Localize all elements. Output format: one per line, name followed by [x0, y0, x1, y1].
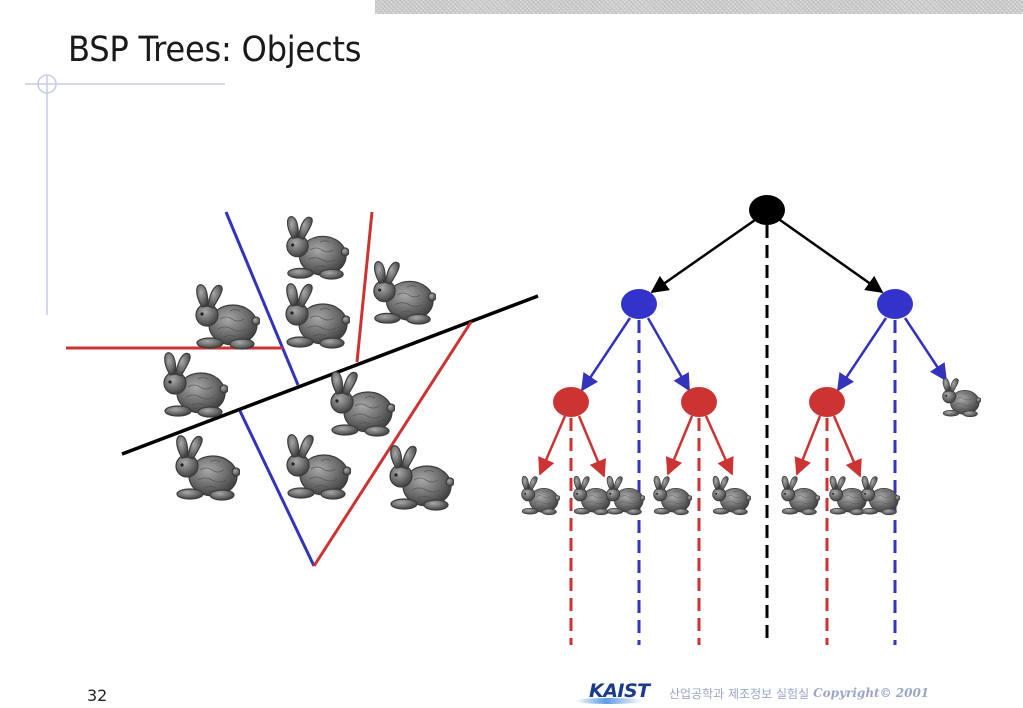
bunny-icon	[163, 352, 228, 418]
edge-root-left	[650, 218, 756, 294]
tree-node-blue-right	[877, 289, 913, 319]
edge-blue-left-a	[580, 317, 632, 392]
tree-edges	[538, 218, 948, 478]
bunny-icon	[175, 435, 240, 501]
footer-copyright: Copyright© 2001	[813, 686, 930, 700]
kaist-logo-text: KAIST	[589, 680, 650, 702]
partition-line-black	[121, 294, 539, 456]
edge-red-2b	[704, 415, 734, 476]
partition-line-blue-upper	[224, 211, 300, 386]
bunny-icon	[373, 261, 436, 325]
edge-red-1b	[577, 415, 607, 478]
bunny-icon	[389, 445, 454, 511]
tree-node-red-3	[809, 387, 845, 417]
partition-line-red-upper	[355, 211, 374, 363]
scene-objects	[163, 216, 454, 511]
slide-decoration	[25, 74, 225, 315]
bunny-icon	[286, 434, 351, 500]
bunny-icon	[781, 475, 820, 516]
footer-institution: 산업공학과 제조정보 실험실	[669, 686, 810, 701]
bunny-icon	[285, 283, 350, 349]
footer: KAIST 산업공학과 제조정보 실험실 Copyright© 2001	[575, 680, 929, 706]
edge-root-right	[779, 218, 884, 294]
bunny-icon	[330, 371, 395, 437]
logo-swoosh	[575, 698, 643, 704]
slide-number: 32	[87, 686, 108, 705]
edge-blue-right-b	[903, 317, 948, 382]
edge-red-2a	[665, 415, 694, 476]
tree-dashed-links	[569, 225, 897, 645]
bunny-icon	[195, 284, 260, 350]
header-pattern-band	[375, 0, 1023, 14]
partition-line-red-lower	[312, 321, 473, 567]
edge-red-3b	[832, 415, 862, 478]
tree-node-red-1	[553, 387, 589, 417]
kaist-logo: KAIST	[575, 680, 650, 706]
tree-node-root	[749, 195, 785, 225]
edge-blue-left-b	[646, 317, 691, 392]
bunny-icon	[942, 377, 981, 418]
bunny-icon	[521, 475, 560, 516]
slide-title: BSP Trees: Objects	[68, 30, 362, 70]
partition-line-blue-lower	[238, 410, 316, 567]
bunny-icon	[653, 475, 692, 516]
edge-blue-right-a	[836, 317, 888, 392]
bunny-icon	[286, 216, 349, 280]
tree-node-red-2	[681, 387, 717, 417]
edge-red-1a	[538, 415, 567, 476]
edge-red-3a	[794, 415, 822, 476]
tree-nodes	[553, 195, 913, 417]
bunny-icon	[573, 475, 612, 516]
bunny-icon	[712, 475, 751, 516]
tree-node-blue-left	[621, 289, 657, 319]
